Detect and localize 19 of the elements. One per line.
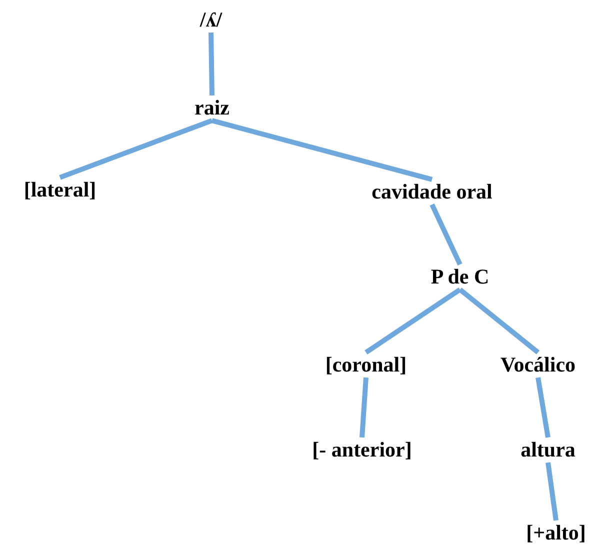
tree-node-label: [- anterior] xyxy=(312,438,412,462)
tree-branch-line xyxy=(211,118,433,182)
tree-node-label: [+alto] xyxy=(526,521,586,545)
tree-branch-line xyxy=(546,462,558,521)
tree-node-label: altura xyxy=(520,438,576,462)
tree-branch-line xyxy=(208,32,214,96)
tree-node-label: [lateral] xyxy=(24,178,96,202)
tree-node-label: /ʎ/ xyxy=(200,8,222,32)
tree-branch-line xyxy=(364,287,462,355)
tree-node-label: Vocálico xyxy=(500,353,576,377)
tree-node-label: P de C xyxy=(430,265,490,289)
tree-branch-line xyxy=(59,118,213,180)
tree-node-label: raiz xyxy=(194,96,230,120)
tree-branch-line xyxy=(458,288,540,354)
tree-branch-line xyxy=(430,204,462,266)
tree-branch-line xyxy=(360,377,368,438)
tree-node-label: [coronal] xyxy=(325,353,407,377)
tree-branch-line xyxy=(536,377,550,438)
tree-node-label: cavidade oral xyxy=(372,180,492,204)
